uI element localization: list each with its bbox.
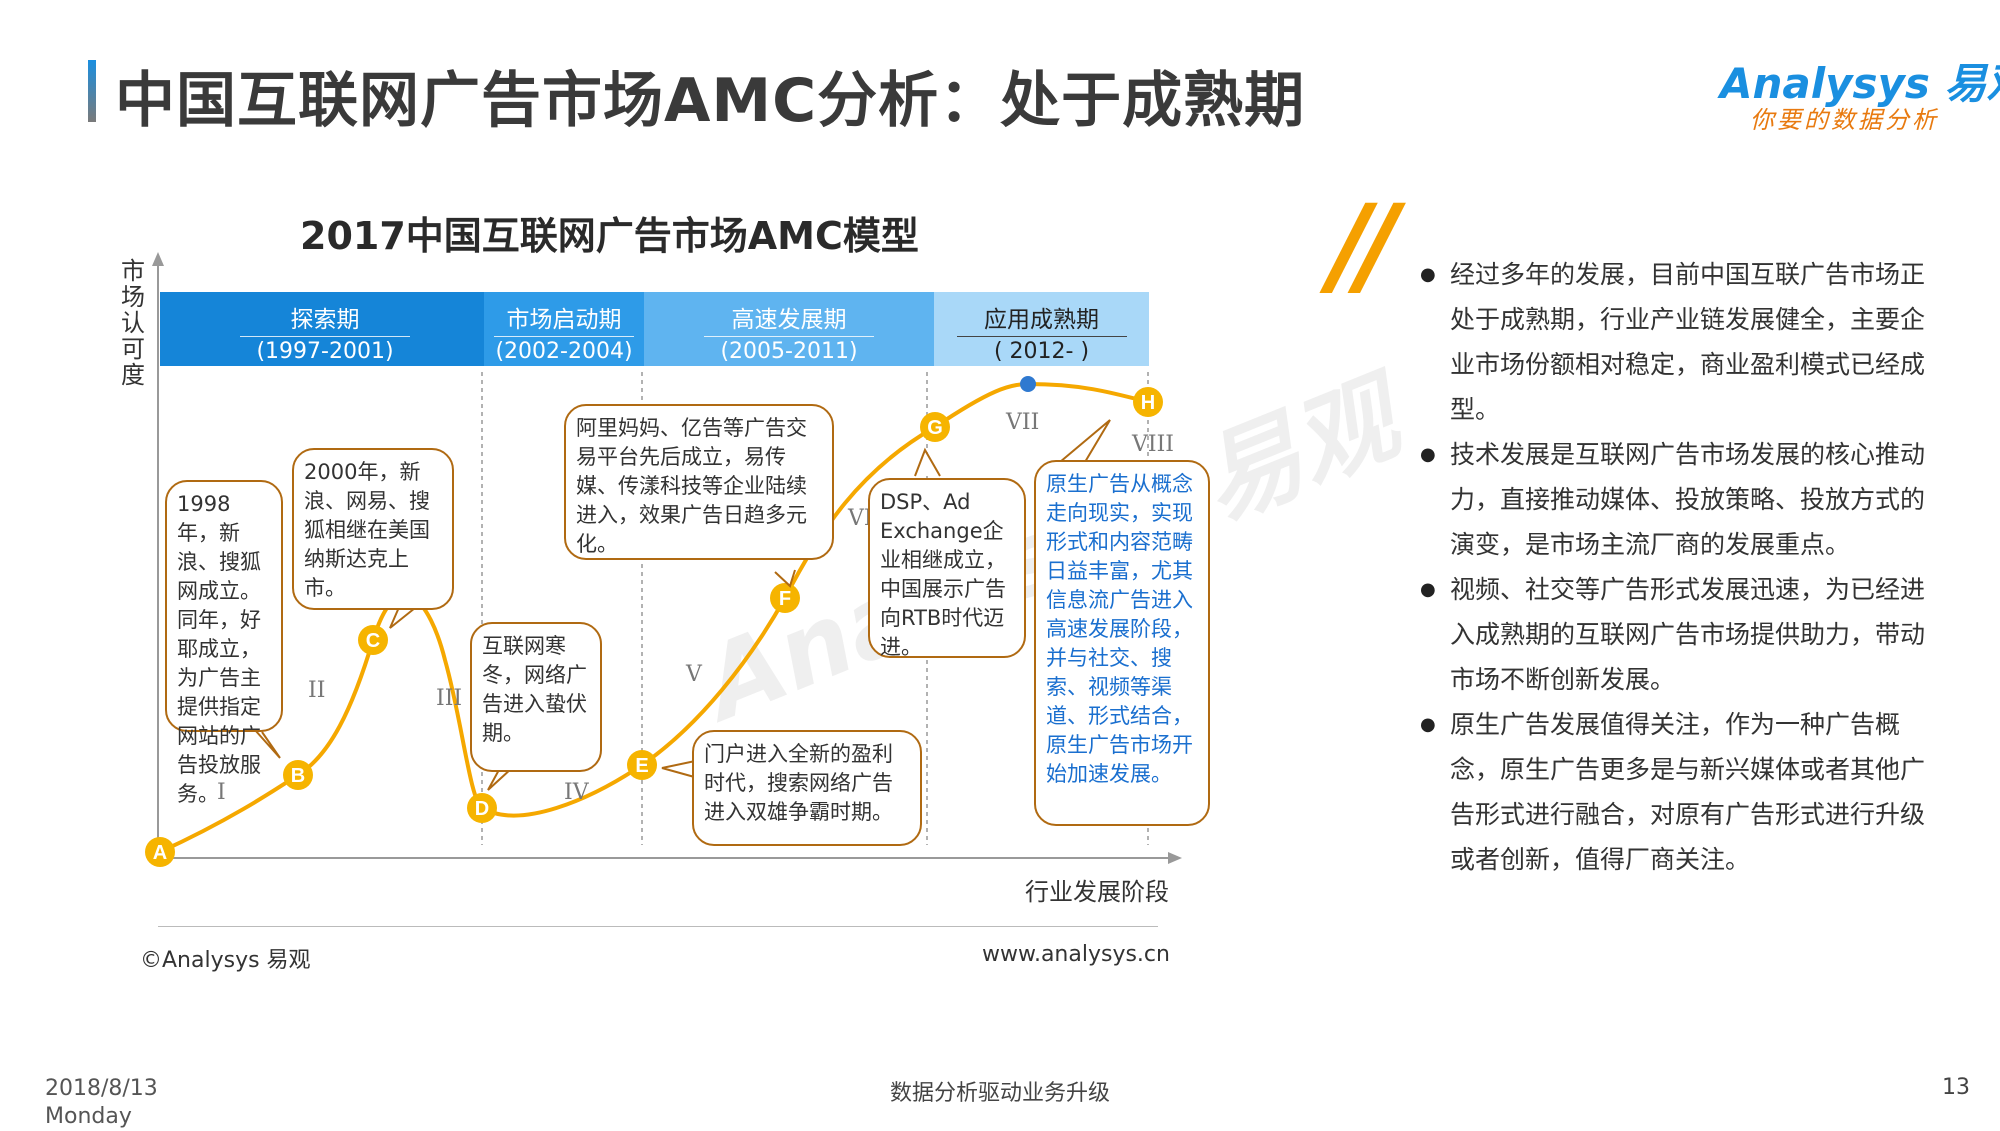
phase-band-3: [644, 292, 934, 366]
footer-date: 2018/8/13 Monday: [45, 1075, 158, 1131]
phase-span: ( 2012- ): [993, 339, 1090, 364]
phase-exploration: 探索期 (1997-2001): [160, 298, 490, 364]
page-title: 中国互联网广告市场AMC分析：处于成熟期: [115, 66, 1306, 136]
finding-1: 经过多年的发展，目前中国互联广告市场正处于成熟期，行业产业链发展健全，主要企业市…: [1420, 252, 1940, 432]
logo-tagline: 你要的数据分析: [1750, 106, 1939, 134]
phase-rapid-growth: 高速发展期 (2005-2011): [644, 298, 934, 364]
phase-maturity: 应用成熟期 ( 2012- ): [934, 298, 1149, 364]
phase-span: (2005-2011): [720, 339, 858, 364]
source-url: www.analysys.cn: [982, 942, 1170, 967]
diagram-title: 2017中国互联网广告市场AMC模型: [300, 214, 919, 258]
phase-band-4: [934, 292, 1149, 366]
source-separator: [158, 926, 1158, 927]
stage-v: V: [686, 662, 702, 687]
point-a: [145, 837, 175, 867]
date-text: 2018/8/13: [45, 1076, 158, 1101]
finding-4: 原生广告发展值得关注，作为一种广告概念，原生广告更多是与新兴媒体或者其他广告形式…: [1420, 702, 1940, 882]
stage-vii: VII: [1006, 410, 1040, 435]
page-number: 13: [1942, 1075, 1970, 1100]
point-label-a: A: [153, 842, 167, 864]
phase-name: 高速发展期: [731, 307, 847, 333]
point-label-c: C: [366, 630, 380, 652]
callout-1998: 1998年，新浪、搜狐网成立。同年，好耶成立，为广告主提供指定网站的广告投放服务…: [165, 480, 283, 806]
point-label-e: E: [635, 755, 648, 777]
phase-name: 探索期: [290, 307, 360, 333]
point-d: [467, 793, 497, 823]
curve-peak: [1020, 376, 1036, 392]
point-h: [1133, 387, 1163, 417]
title-accent-bar: [88, 60, 96, 122]
callout-winter: 互联网寒冬，网络广告进入蛰伏期。: [470, 622, 602, 772]
y-axis-label: 市场认可度: [121, 257, 145, 389]
point-c: [358, 625, 388, 655]
callout-alibaba: 阿里妈妈、亿告等广告交易平台先后成立，易传媒、传漾科技等企业陆续进入，效果广告日…: [564, 404, 834, 560]
logo-main-text: Analysys 易观: [1720, 59, 2000, 108]
analysys-logo: Analysys 易观 你要的数据分析: [1720, 50, 2000, 134]
point-label-d: D: [475, 798, 489, 820]
finding-2: 技术发展是互联网广告市场发展的核心推动力，直接推动媒体、投放策略、投放方式的演变…: [1420, 432, 1940, 567]
phase-span: (1997-2001): [256, 339, 394, 364]
quote-mark-icon: //: [1330, 181, 1398, 309]
stage-iv: IV: [564, 780, 589, 805]
phase-startup: 市场启动期 (2002-2004): [484, 298, 644, 364]
key-findings: 经过多年的发展，目前中国互联广告市场正处于成熟期，行业产业链发展健全，主要企业市…: [1420, 252, 1940, 882]
x-axis-arrow: [1168, 852, 1182, 864]
callout-native: 原生广告从概念走向现实，实现形式和内容范畴日益丰富，尤其信息流广告进入高速发展阶…: [1034, 460, 1210, 826]
point-label-h: H: [1141, 392, 1155, 414]
point-label-b: B: [291, 765, 305, 787]
callout-dsp: DSP、Ad Exchange企业相继成立，中国展示广告向RTB时代迈进。: [868, 478, 1026, 659]
stage-ii: II: [308, 678, 326, 703]
callout-portal: 门户进入全新的盈利时代，搜索网络广告进入双雄争霸时期。: [692, 730, 922, 846]
y-axis-arrow: [152, 252, 164, 266]
finding-3: 视频、社交等广告形式发展迅速，为已经进入成熟期的互联网广告市场提供助力，带动市场…: [1420, 567, 1940, 702]
callout-2000: 2000年，新浪、网易、搜狐相继在美国纳斯达克上市。: [292, 448, 454, 610]
phase-band-2: [484, 292, 644, 366]
stage-viii: VIII: [1132, 432, 1174, 457]
footer-slogan: 数据分析驱动业务升级: [890, 1081, 1111, 1106]
phase-band-1: [160, 292, 490, 366]
phase-name: 市场启动期: [506, 307, 622, 333]
point-label-g: G: [927, 417, 943, 439]
stage-i: I: [217, 780, 226, 805]
callout-tails: [254, 419, 1111, 791]
curve-points: [145, 376, 1163, 867]
point-b: [283, 760, 313, 790]
x-axis-label: 行业发展阶段: [1025, 878, 1169, 906]
stage-iii: III: [436, 686, 463, 711]
amc-curve: [159, 381, 1149, 854]
point-label-f: F: [779, 588, 791, 610]
phase-name: 应用成熟期: [984, 307, 1099, 333]
phase-span: (2002-2004): [495, 339, 633, 364]
point-e: [627, 750, 657, 780]
point-g: [920, 412, 950, 442]
point-f: [770, 583, 800, 613]
source-credit: ©Analysys 易观: [140, 948, 311, 973]
weekday-text: Monday: [45, 1104, 132, 1129]
